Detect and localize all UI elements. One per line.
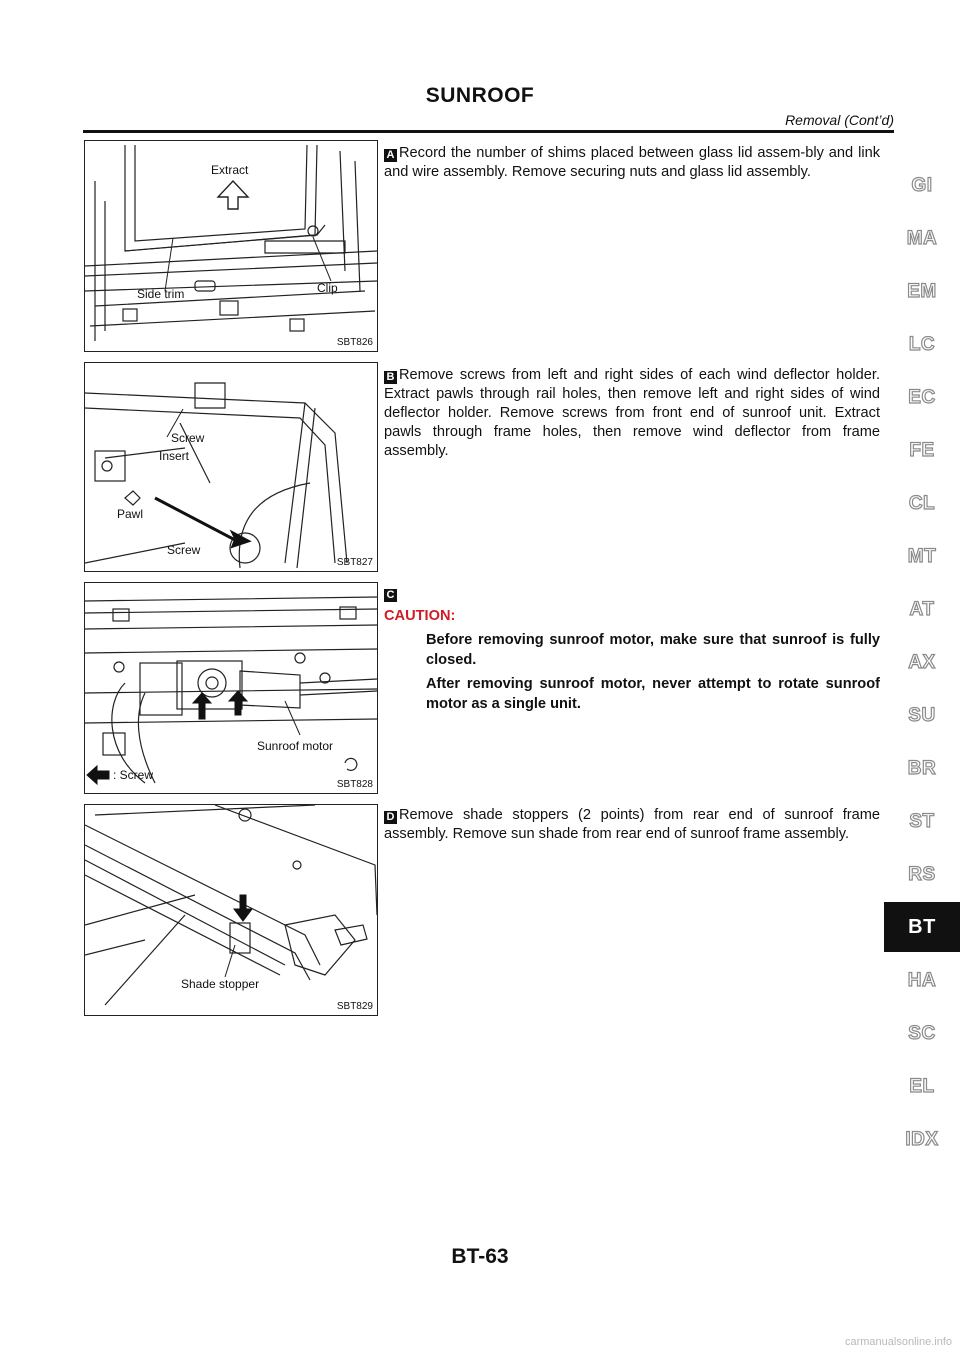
header-rule — [83, 130, 894, 133]
sidebar-tab-ha[interactable]: HA — [907, 969, 937, 991]
label-sunroof-motor: Sunroof motor — [257, 739, 334, 753]
sidebar-tab-idx[interactable]: IDX — [905, 1128, 939, 1150]
sidebar-tab-ma[interactable]: MA — [906, 227, 938, 249]
label-insert: Insert — [159, 449, 190, 463]
section-title: SUNROOF — [425, 84, 535, 107]
figure-code: SBT826 — [336, 337, 373, 348]
sidebar-tab-bt[interactable]: BT — [884, 902, 960, 952]
watermark: carmanualsonline.info — [844, 1336, 952, 1348]
step-letter-a: A — [384, 149, 397, 162]
sidebar-tab-gi[interactable]: GI — [911, 174, 933, 196]
caution-item: After removing sunroof motor, never atte… — [426, 676, 880, 712]
figure-sbt828: Sunroof motor : Screw SBT828 — [84, 582, 378, 794]
caution-heading: CAUTION: — [384, 608, 456, 624]
label-pawl: Pawl — [117, 507, 144, 521]
sidebar-tab-fe[interactable]: FE — [909, 439, 935, 461]
figure-sbt828-drawing — [85, 596, 377, 786]
figure-code: SBT827 — [336, 557, 373, 568]
figure-code: SBT829 — [336, 1001, 373, 1012]
label-extract: Extract — [211, 163, 249, 177]
step-letter-b: B — [384, 371, 397, 384]
step-letter-d: D — [384, 811, 397, 824]
step-letter-c: C — [384, 589, 397, 602]
sidebar-tab-el[interactable]: EL — [909, 1075, 935, 1097]
figure-sbt827: Screw Insert Pawl Screw SBT827 — [84, 362, 378, 572]
sidebar-tab-st[interactable]: ST — [909, 810, 935, 832]
sidebar-tab-ax[interactable]: AX — [908, 651, 936, 673]
sidebar-tab-cl[interactable]: CL — [908, 492, 936, 514]
step-b-text: Remove screws from left and right sides … — [384, 367, 880, 459]
label-screw-legend: : Screw — [113, 768, 154, 782]
figure-sbt827-drawing — [85, 382, 348, 569]
figure-sbt829: Shade stopper SBT829 — [84, 804, 378, 1016]
figure-sbt826: Extract Side trim Clip SBT826 — [84, 140, 378, 352]
sidebar-tab-mt[interactable]: MT — [907, 545, 937, 567]
sidebar-tab-em[interactable]: EM — [907, 280, 937, 302]
figure-code: SBT828 — [336, 779, 373, 790]
sidebar-tab-br[interactable]: BR — [907, 757, 937, 779]
step-d-text: Remove shade stoppers (2 points) from re… — [384, 807, 880, 842]
sidebar-tab-lc[interactable]: LC — [908, 333, 936, 355]
sidebar-tab-su[interactable]: SU — [908, 704, 936, 726]
label-screw-top: Screw — [171, 431, 205, 445]
sidebar-tab-sc[interactable]: SC — [908, 1022, 936, 1044]
step-c: C CAUTION: Before removing sunroof motor… — [384, 584, 880, 714]
label-shade-stopper: Shade stopper — [181, 977, 260, 991]
label-clip: Clip — [317, 281, 338, 295]
sidebar-tab-at[interactable]: AT — [909, 598, 935, 620]
label-side-trim: Side trim — [137, 287, 185, 301]
sidebar-tab-rs[interactable]: RS — [908, 863, 936, 885]
step-a-text: Record the number of shims placed betwee… — [384, 145, 880, 180]
section-subtitle: Removal (Cont’d) — [785, 112, 894, 128]
sidebar-tab-ec[interactable]: EC — [908, 386, 936, 408]
caution-item: Before removing sunroof motor, make sure… — [426, 632, 880, 668]
figure-sbt826-drawing — [85, 144, 377, 341]
page-number: BT-63 — [451, 1245, 509, 1268]
figure-sbt829-drawing — [85, 805, 377, 1006]
label-screw-bottom: Screw — [167, 543, 201, 557]
